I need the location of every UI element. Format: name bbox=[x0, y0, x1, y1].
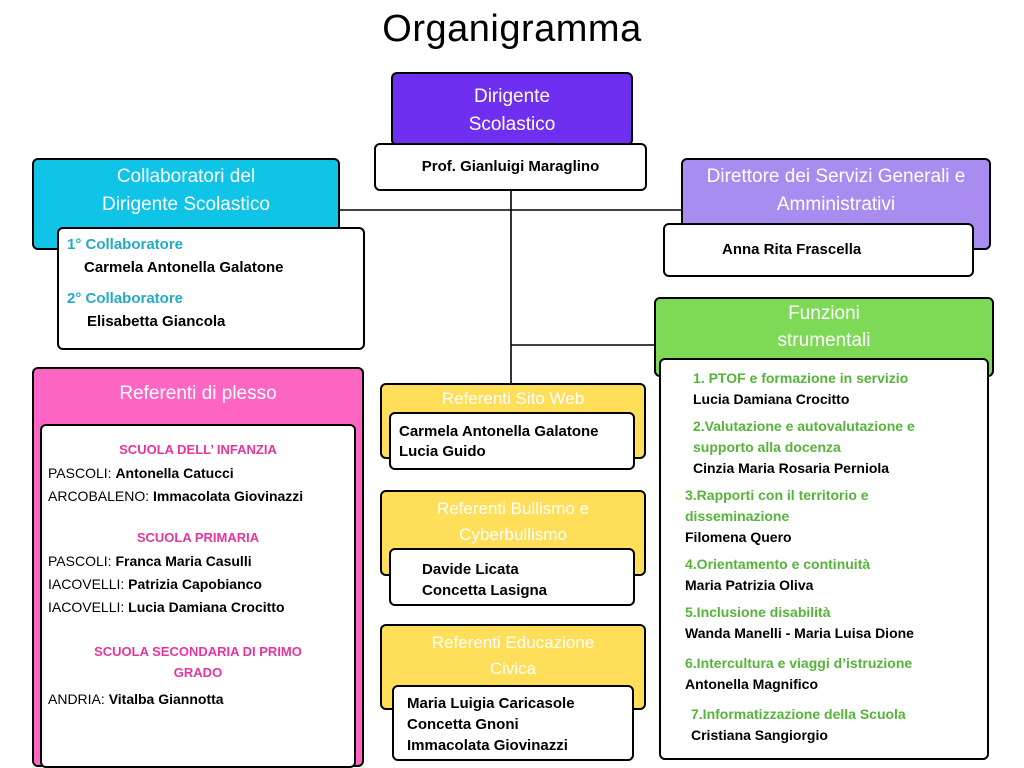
referente-name: Vitalba Giannotta bbox=[108, 691, 224, 707]
funzioni-label: Funzioni strumentali bbox=[777, 303, 871, 351]
collaboratore-1-name: Carmela Antonella Galatone bbox=[84, 259, 284, 276]
dirigente-name-box: Prof. Gianluigi Maraglino bbox=[374, 143, 647, 191]
bullismo-label: Referenti Bullismo e Cyberbullismo bbox=[436, 499, 590, 544]
sito-web-box: Carmela Antonella Galatone Lucia Guido bbox=[389, 412, 635, 470]
dsga-label: Direttore dei Servizi Generali e Amminis… bbox=[706, 166, 966, 215]
primaria-row: IACOVELLI: Patrizia Capobianco bbox=[48, 573, 354, 596]
dsga-name: Anna Rita Frascella bbox=[722, 241, 862, 258]
school-name: IACOVELLI: bbox=[48, 576, 125, 592]
plesso-label: Referenti di plesso bbox=[119, 383, 277, 404]
school-name: ANDRIA: bbox=[48, 691, 105, 707]
secondaria-row: ANDRIA: Vitalba Giannotta bbox=[48, 688, 354, 711]
civica-label: Referenti Educazione Civica bbox=[431, 633, 595, 678]
collaboratore-1-role: 1° Collaboratore bbox=[67, 236, 184, 253]
funzione-title: 3.Rapporti con il territorio e dissemina… bbox=[685, 487, 869, 524]
funzione-name: Lucia Damiana Crocitto bbox=[693, 391, 850, 407]
school-name: IACOVELLI: bbox=[48, 599, 125, 615]
secondaria-title: SCUOLA SECONDARIA DI PRIMO GRADO bbox=[94, 644, 302, 680]
dirigente-label: Dirigente Scolastico bbox=[468, 86, 556, 135]
primaria-row: IACOVELLI: Lucia Damiana Crocitto bbox=[48, 596, 354, 619]
funzione-item: 7.Informatizzazione della Scuola Cristia… bbox=[691, 704, 979, 746]
funzione-name: Filomena Quero bbox=[685, 529, 792, 545]
bullismo-name-2: Concetta Lasigna bbox=[422, 582, 548, 599]
school-name: PASCOLI: bbox=[48, 465, 112, 481]
funzione-title: 5.Inclusione disabilità bbox=[685, 604, 831, 620]
funzioni-box: 1. PTOF e formazione in servizio Lucia D… bbox=[659, 358, 989, 760]
funzione-title: 6.Intercultura e viaggi d’istruzione bbox=[685, 655, 913, 671]
funzione-name: Antonella Magnifico bbox=[685, 676, 818, 692]
infanzia-row: PASCOLI: Antonella Catucci bbox=[48, 462, 354, 485]
funzione-name: Maria Patrizia Oliva bbox=[685, 577, 814, 593]
sito-web-label: Referenti Sito Web bbox=[441, 389, 585, 408]
funzione-title: 4.Orientamento e continuità bbox=[685, 556, 871, 572]
primaria-row: PASCOLI: Franca Maria Casulli bbox=[48, 550, 354, 573]
school-name: PASCOLI: bbox=[48, 553, 112, 569]
funzione-item: 1. PTOF e formazione in servizio Lucia D… bbox=[693, 368, 979, 410]
dirigente-header: Dirigente Scolastico bbox=[391, 72, 633, 146]
funzione-name: Wanda Manelli - Maria Luisa Dione bbox=[685, 625, 914, 641]
collaboratore-2-role: 2° Collaboratore bbox=[67, 290, 184, 307]
referente-name: Immacolata Giovinazzi bbox=[153, 488, 304, 504]
funzione-item: 4.Orientamento e continuità Maria Patriz… bbox=[685, 554, 979, 596]
sito-web-name-2: Lucia Guido bbox=[399, 443, 486, 460]
funzione-item: 6.Intercultura e viaggi d’istruzione Ant… bbox=[685, 653, 979, 695]
dsga-name-box: Anna Rita Frascella bbox=[663, 223, 974, 277]
referente-name: Patrizia Capobianco bbox=[128, 576, 262, 592]
civica-name-3: Immacolata Giovinazzi bbox=[407, 737, 568, 754]
infanzia-row: ARCOBALENO: Immacolata Giovinazzi bbox=[48, 485, 354, 508]
infanzia-title: SCUOLA DELL’ INFANZIA bbox=[119, 442, 277, 457]
funzione-title: 1. PTOF e formazione in servizio bbox=[693, 370, 909, 386]
page-title: Organigramma bbox=[382, 8, 642, 50]
dirigente-name: Prof. Gianluigi Maraglino bbox=[421, 158, 600, 175]
funzione-title: 2.Valutazione e autovalutazione e suppor… bbox=[693, 418, 915, 455]
primaria-title: SCUOLA PRIMARIA bbox=[136, 530, 260, 545]
school-name: ARCOBALENO: bbox=[48, 488, 150, 504]
bullismo-box: Davide Licata Concetta Lasigna bbox=[389, 548, 635, 606]
civica-box: Maria Luigia Caricasole Concetta Gnoni I… bbox=[392, 685, 634, 761]
collaboratore-2-name: Elisabetta Giancola bbox=[87, 313, 226, 330]
civica-name-1: Maria Luigia Caricasole bbox=[407, 695, 575, 712]
sito-web-name-1: Carmela Antonella Galatone bbox=[399, 423, 599, 440]
funzione-item: 3.Rapporti con il territorio e dissemina… bbox=[685, 485, 925, 548]
bullismo-name-1: Davide Licata bbox=[422, 561, 519, 578]
referente-name: Lucia Damiana Crocitto bbox=[128, 599, 285, 615]
funzione-item: 2.Valutazione e autovalutazione e suppor… bbox=[693, 416, 973, 479]
funzione-title: 7.Informatizzazione della Scuola bbox=[691, 706, 906, 722]
collaboratori-box: 1° Collaboratore Carmela Antonella Galat… bbox=[57, 227, 365, 350]
funzione-item: 5.Inclusione disabilità Wanda Manelli - … bbox=[685, 602, 979, 644]
civica-name-2: Concetta Gnoni bbox=[407, 716, 519, 733]
referente-name: Antonella Catucci bbox=[115, 465, 234, 481]
funzione-name: Cinzia Maria Rosaria Perniola bbox=[693, 460, 890, 476]
plesso-box: SCUOLA DELL’ INFANZIA PASCOLI: Antonella… bbox=[40, 424, 356, 768]
collaboratori-label: Collaboratori del Dirigente Scolastico bbox=[102, 166, 270, 215]
funzione-name: Cristiana Sangiorgio bbox=[691, 727, 828, 743]
referente-name: Franca Maria Casulli bbox=[115, 553, 252, 569]
